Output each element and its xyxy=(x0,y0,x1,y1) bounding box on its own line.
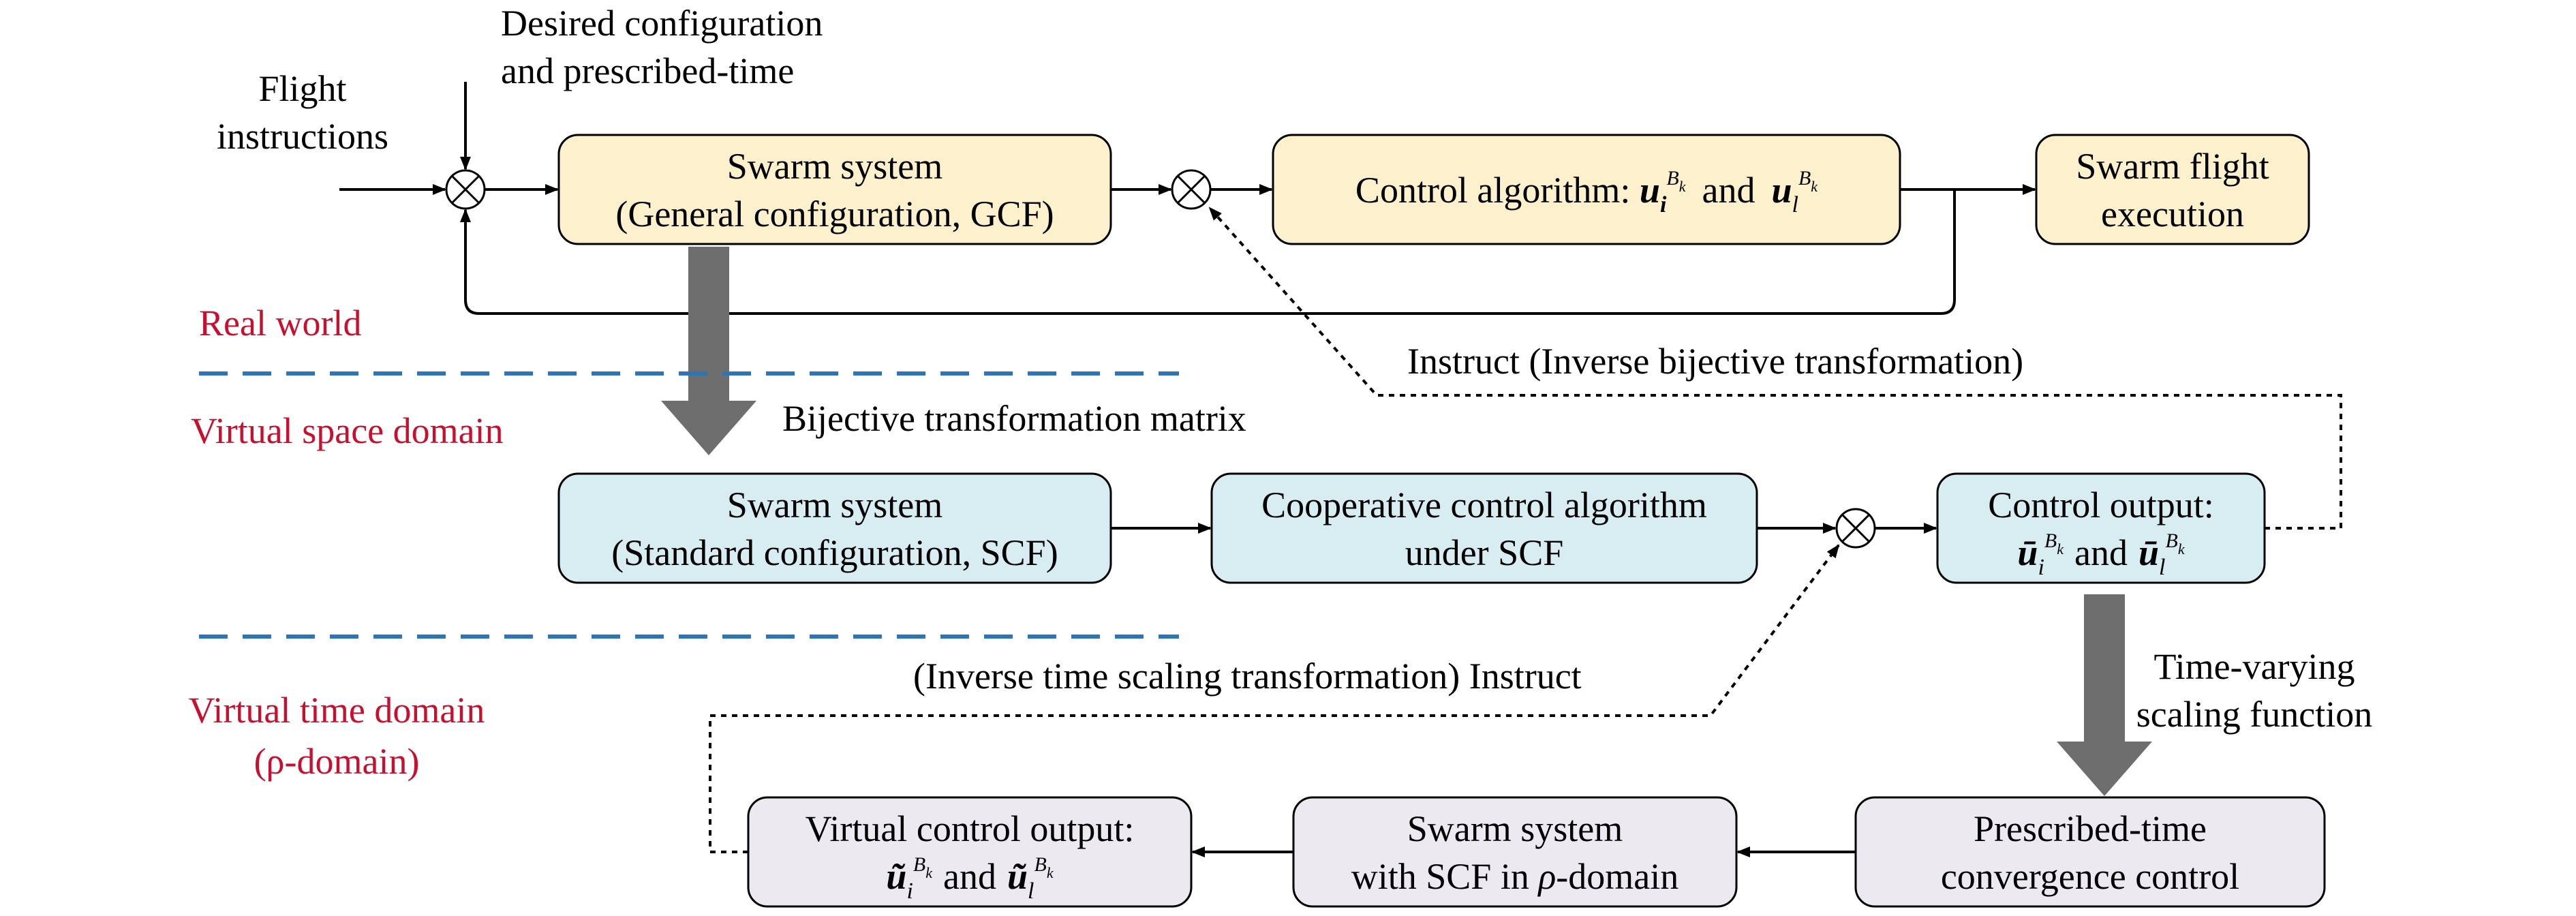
virtual-output-line1: Virtual control output: xyxy=(806,808,1135,849)
flight-instructions-line1: Flight xyxy=(258,68,346,109)
instruct-inverse-bijective-label: Instruct (Inverse bijective transformati… xyxy=(1407,341,2023,382)
real-world-label: Real world xyxy=(199,303,361,344)
inverse-time-instruct-label: (Inverse time scaling transformation) In… xyxy=(913,656,1582,697)
swarm-rho-box: Swarm system with SCF in ρ-domain xyxy=(1292,796,1738,908)
virtual-time-label-line1: Virtual time domain xyxy=(189,690,485,731)
virtual-space-label: Virtual space domain xyxy=(191,410,504,451)
feedback-loop xyxy=(460,189,1956,315)
swarm-flight-box: Swarm flight execution xyxy=(2035,134,2310,245)
swarm-flight-line1: Swarm flight xyxy=(2076,146,2269,187)
domain-dividers xyxy=(199,371,1179,639)
cooperative-control-box: Cooperative control algorithm under SCF xyxy=(1210,472,1758,584)
prescribed-time-line1: Prescribed-time xyxy=(1974,808,2207,849)
swarm-gcf-box: Swarm system (General configuration, GCF… xyxy=(557,134,1112,245)
swarm-rho-line1: Swarm system xyxy=(1407,808,1623,849)
control-output-line1: Control output: xyxy=(1988,485,2214,525)
desired-config-line2: and prescribed-time xyxy=(501,50,794,91)
summing-junction-virtual xyxy=(1835,508,1876,549)
dotted-connectors xyxy=(709,207,2342,853)
prescribed-time-box: Prescribed-time convergence control xyxy=(1854,796,2326,908)
cooperative-line1: Cooperative control algorithm xyxy=(1261,485,1707,525)
solid-connectors xyxy=(339,82,2036,857)
dotted-inverse-time-scaling xyxy=(709,544,1840,853)
swarm-scf-line1: Swarm system xyxy=(727,485,943,525)
summing-junction-control xyxy=(1171,169,1212,210)
time-varying-line1: Time-varying xyxy=(2154,646,2355,687)
wide-arrow-time-varying xyxy=(2057,594,2152,796)
swarm-scf-line2: (Standard configuration, SCF) xyxy=(611,532,1058,573)
desired-config-line1: Desired configuration xyxy=(501,3,823,44)
swarm-flight-line2: execution xyxy=(2101,194,2244,234)
swarm-rho-line2: with SCF in ρ-domain xyxy=(1351,856,1678,897)
swarm-gcf-line1: Swarm system xyxy=(727,146,943,187)
flight-instructions-line2: instructions xyxy=(217,116,388,157)
swarm-gcf-line2: (General configuration, GCF) xyxy=(615,194,1054,234)
summing-junction-input xyxy=(445,169,486,210)
virtual-time-label-line2: (ρ-domain) xyxy=(254,741,420,782)
prescribed-time-line2: convergence control xyxy=(1941,856,2239,897)
dotted-inverse-bijective xyxy=(1208,207,2342,530)
time-varying-line2: scaling function xyxy=(2136,694,2372,735)
bijective-label: Bijective transformation matrix xyxy=(782,398,1246,439)
wide-arrow-bijective xyxy=(661,247,756,455)
swarm-scf-box: Swarm system (Standard configuration, SC… xyxy=(557,472,1112,584)
cooperative-line2: under SCF xyxy=(1405,532,1564,573)
